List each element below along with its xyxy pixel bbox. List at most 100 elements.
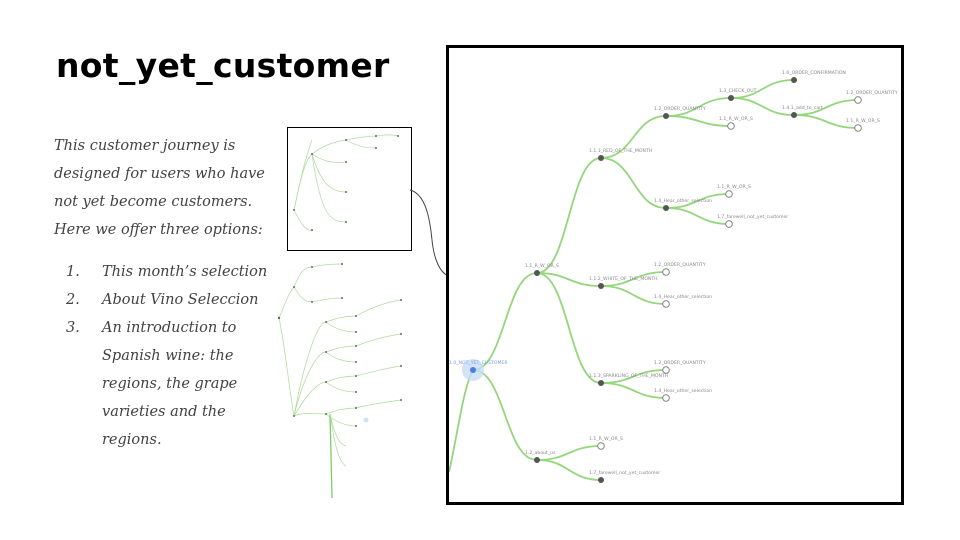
tree-node-ring xyxy=(662,394,670,402)
tree-node-label: 1.6_ORDER_CONFIRMATION xyxy=(782,70,846,76)
tree-node-dot xyxy=(598,155,604,161)
tree-node-dot xyxy=(534,270,540,276)
tree-edge xyxy=(536,272,602,384)
tree-node-dot xyxy=(728,95,734,101)
tree-edge xyxy=(536,272,602,287)
tree-node-ring xyxy=(662,300,670,308)
tree-node-label: 1.4_Hear_other_selection xyxy=(654,294,712,300)
tree-node-label: 1.2_ORDER_QUANTITY xyxy=(654,262,706,268)
tree-node-label: 1.1_R_W_OR_S xyxy=(719,116,753,122)
tree-node[interactable]: 1.2_ORDER_QUANTITY xyxy=(846,90,898,104)
tree-node-label: 1.4_Hear_other_selection xyxy=(654,198,712,204)
tree-edge xyxy=(600,285,667,305)
page-title: not_yet_customer xyxy=(56,46,390,85)
tree-node-label: 1.1_R_W_OR_S xyxy=(525,263,559,269)
tree-node-label: 1.1_R_W_OR_S xyxy=(846,118,880,124)
tree-node[interactable]: 1.1.1_RED_OF_THE_MONTH xyxy=(589,148,652,161)
tree-node-ring xyxy=(662,268,670,276)
tree-node-label: 1.2_ORDER_QUANTITY xyxy=(654,360,706,366)
tree-node-label: 1.4_Hear_other_selection xyxy=(654,388,712,394)
tree-node[interactable]: 1.1_R_W_OR_S xyxy=(846,118,880,132)
tree-edges xyxy=(449,79,859,481)
tree-node[interactable]: 1.3_CHECK_OUT xyxy=(719,88,757,101)
option-text: This month’s selection xyxy=(102,264,268,280)
tree-node[interactable]: 1.7_farewell_not_yet_customer xyxy=(717,214,788,228)
tree-node-dot xyxy=(470,367,476,373)
overview-tree-nodes xyxy=(277,135,402,427)
option-text: An introduction to Spanish wine: the reg… xyxy=(102,320,238,448)
tree-node-dot xyxy=(598,380,604,386)
tree-node[interactable]: 1.4.1_add_to_cart xyxy=(782,105,823,118)
tree-edge xyxy=(665,115,732,127)
tree-node-root[interactable]: 1.0_NOT_YET_CUSTOMER xyxy=(449,359,508,381)
tree-edge xyxy=(600,382,667,399)
tree-edge xyxy=(730,97,795,116)
tree-edge xyxy=(600,157,667,209)
overview-viewport-frame xyxy=(287,127,412,251)
tree-node[interactable]: 1.1_R_W_OR_S xyxy=(589,436,623,450)
tree-node-label: 1.1_R_W_OR_S xyxy=(589,436,623,442)
tree-node-dot xyxy=(791,77,797,83)
tree-node-label: 1.1.3_SPARKLING_OF_THE_MONTH xyxy=(589,373,668,379)
tree-edge-incoming xyxy=(449,369,474,473)
tree-node-ring xyxy=(854,124,862,132)
tree-node-ring xyxy=(854,96,862,104)
tree-node-label: 1.2_ORDER_QUANTITY xyxy=(654,106,706,112)
tree-node-dot xyxy=(598,283,604,289)
option-item: 2. About Vino Seleccion xyxy=(54,286,269,314)
option-number: 3. xyxy=(66,320,80,336)
tree-node-label: 1.1.2_WHITE_OF_THE_MONTH xyxy=(589,276,658,282)
tree-node[interactable]: 1.2_about_us xyxy=(525,450,556,463)
tree-node-label: 1.7_farewell_not_yet_customer xyxy=(717,214,788,220)
tree-node[interactable]: 1.1.3_SPARKLING_OF_THE_MONTH xyxy=(589,373,668,386)
tree-node-label: 1.7_farewell_not_yet_customer xyxy=(589,470,660,476)
journey-tree-canvas: 1.0_NOT_YET_CUSTOMER 1.1_R_W_OR_S 1.2_abou… xyxy=(449,70,898,483)
tree-node-ring xyxy=(597,442,605,450)
tree-node[interactable]: 1.1_R_W_OR_S xyxy=(525,263,559,276)
option-item: 3. An introduction to Spanish wine: the … xyxy=(54,314,269,454)
options-list: 1. This month’s selection 2. About Vino … xyxy=(54,258,269,454)
tree-node-label: 1.0_NOT_YET_CUSTOMER xyxy=(449,360,508,366)
option-number: 1. xyxy=(66,264,80,280)
tree-edge xyxy=(472,369,538,461)
tree-node-ring xyxy=(662,366,670,374)
tree-node-dot xyxy=(663,113,669,119)
overview-tree-edges xyxy=(278,134,402,499)
tree-node-dot xyxy=(598,477,604,483)
tree-node-label: 1.2_ORDER_QUANTITY xyxy=(846,90,898,96)
tree-node-label: 1.1.1_RED_OF_THE_MONTH xyxy=(589,148,652,154)
tree-node[interactable]: 1.6_ORDER_CONFIRMATION xyxy=(782,70,846,83)
journey-tree-detail: 1.0_NOT_YET_CUSTOMER 1.1_R_W_OR_S 1.2_abou… xyxy=(446,45,904,505)
option-item: 1. This month’s selection xyxy=(54,258,269,286)
journey-overview-thumbnail xyxy=(277,127,412,499)
tree-node-ring xyxy=(725,220,733,228)
tree-node[interactable]: 1.4_Hear_other_selection xyxy=(654,294,712,308)
tree-node[interactable]: 1.2_ORDER_QUANTITY xyxy=(654,360,706,374)
tree-node[interactable]: 1.7_farewell_not_yet_customer xyxy=(589,470,660,483)
tree-node[interactable]: 1.2_ORDER_QUANTITY xyxy=(654,262,706,276)
tree-edge xyxy=(665,207,730,225)
tree-node-dot xyxy=(663,205,669,211)
option-text: About Vino Seleccion xyxy=(102,292,259,308)
option-number: 2. xyxy=(66,292,80,308)
tree-node-label: 1.4.1_add_to_cart xyxy=(782,105,823,111)
tree-edge xyxy=(600,115,667,159)
tree-node[interactable]: 1.1_R_W_OR_S xyxy=(717,184,751,198)
tree-node-ring xyxy=(725,190,733,198)
tree-node[interactable]: 1.1.2_WHITE_OF_THE_MONTH xyxy=(589,276,658,289)
tree-node-ring xyxy=(727,122,735,130)
tree-edge xyxy=(793,114,859,129)
zoom-connector-line xyxy=(409,189,449,277)
tree-edge xyxy=(730,79,795,99)
tree-node[interactable]: 1.4_Hear_other_selection xyxy=(654,388,712,402)
tree-node-label: 1.1_R_W_OR_S xyxy=(717,184,751,190)
tree-node-dot xyxy=(791,112,797,118)
tree-edge xyxy=(536,459,602,481)
tree-node[interactable]: 1.2_ORDER_QUANTITY xyxy=(654,106,706,119)
tree-edge xyxy=(536,157,602,274)
tree-node[interactable]: 1.1_R_W_OR_S xyxy=(719,116,753,130)
tree-nodes: 1.0_NOT_YET_CUSTOMER 1.1_R_W_OR_S 1.2_abou… xyxy=(449,70,898,483)
tree-node[interactable]: 1.4_Hear_other_selection xyxy=(654,198,712,211)
tree-node-label: 1.3_CHECK_OUT xyxy=(719,88,757,94)
tree-edge xyxy=(472,272,538,371)
